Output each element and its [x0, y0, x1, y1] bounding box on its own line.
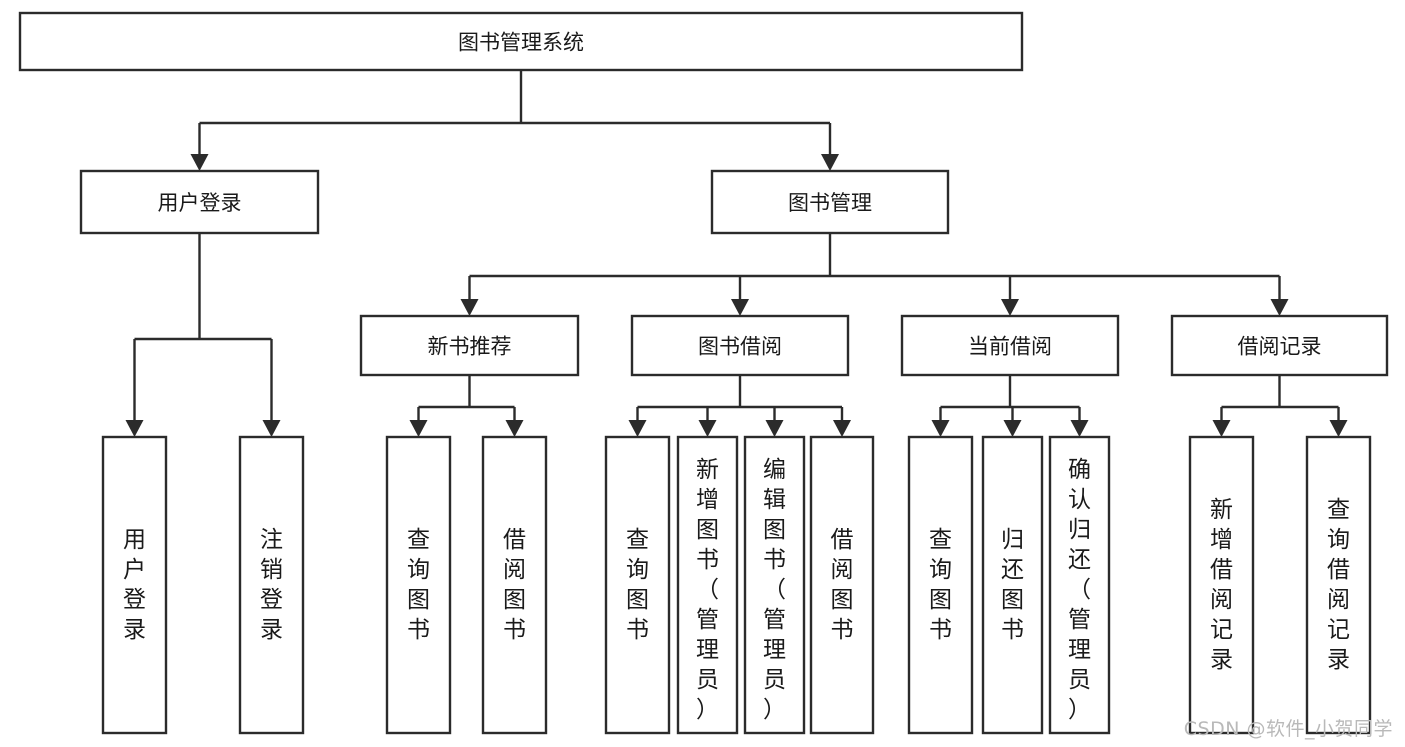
node-leaf-borrow-book[interactable]: 借阅图书	[809, 435, 875, 735]
node-new-book-recommend[interactable]: 新书推荐	[359, 314, 580, 377]
node-label-user-login: 用户登录	[158, 191, 242, 215]
edge-group-user-login	[125, 233, 281, 437]
node-label-root: 图书管理系统	[458, 31, 584, 55]
node-label-leaf-query-book-recommend: 查询图书	[407, 527, 430, 643]
arrow-head-icon	[409, 420, 428, 437]
edge-group-book-borrow	[628, 375, 851, 437]
node-box-book-borrow	[630, 314, 850, 377]
arrow-head-icon	[190, 154, 209, 171]
node-box-leaf-add-borrow-record	[1188, 435, 1255, 735]
watermark: CSDN @软件_小贺同学	[1183, 718, 1393, 740]
node-label-new-book-recommend: 新书推荐	[428, 335, 512, 359]
node-label-leaf-borrow-book-recommend: 借阅图书	[503, 527, 526, 643]
node-label-leaf-user-logout: 注销登录	[260, 527, 283, 643]
node-leaf-edit-book[interactable]: 编辑图书（管理员）	[743, 435, 806, 735]
node-label-leaf-borrow-book: 借阅图书	[831, 527, 854, 643]
node-box-leaf-edit-book	[743, 435, 806, 735]
node-label-leaf-confirm-return: 确认归还（管理员）	[1068, 457, 1091, 723]
node-label-leaf-return-book: 归还图书	[1001, 527, 1024, 643]
arrow-head-icon	[460, 299, 479, 316]
edge-group-borrow-record	[1212, 375, 1348, 437]
node-box-leaf-query-book-recommend	[385, 435, 452, 735]
arrow-head-icon	[821, 154, 839, 171]
node-leaf-user-login[interactable]: 用户登录	[101, 435, 168, 735]
node-label-book-manage: 图书管理	[788, 191, 872, 215]
edge-group-current-borrow	[931, 375, 1089, 437]
node-label-borrow-record: 借阅记录	[1238, 335, 1322, 359]
node-label-leaf-edit-book: 编辑图书（管理员）	[763, 457, 786, 723]
node-label-leaf-user-login: 用户登录	[123, 527, 146, 643]
arrow-head-icon	[698, 420, 717, 437]
edge-group-root	[190, 70, 839, 171]
node-leaf-add-borrow-record[interactable]: 新增借阅记录	[1188, 435, 1255, 735]
node-label-current-borrow: 当前借阅	[968, 335, 1052, 359]
node-label-leaf-query-book-current: 查询图书	[929, 527, 952, 643]
node-book-manage[interactable]: 图书管理	[710, 169, 950, 235]
node-leaf-add-book[interactable]: 新增图书（管理员）	[676, 435, 739, 735]
node-label-book-borrow: 图书借阅	[698, 335, 782, 359]
connector-layer	[125, 70, 1348, 437]
arrow-head-icon	[125, 420, 144, 437]
node-label-leaf-add-book: 新增图书（管理员）	[696, 457, 719, 723]
node-box-leaf-query-borrow-record	[1305, 435, 1372, 735]
edge-group-book-manage	[460, 233, 1289, 316]
node-layer: 图书管理系统用户登录图书管理新书推荐图书借阅当前借阅借阅记录用户登录注销登录查询…	[18, 11, 1389, 735]
arrow-head-icon	[262, 420, 281, 437]
node-leaf-confirm-return[interactable]: 确认归还（管理员）	[1048, 435, 1111, 735]
node-current-borrow[interactable]: 当前借阅	[900, 314, 1120, 377]
node-borrow-record[interactable]: 借阅记录	[1170, 314, 1389, 377]
node-box-leaf-confirm-return	[1048, 435, 1111, 735]
node-box-leaf-user-login	[101, 435, 168, 735]
arrow-head-icon	[1003, 420, 1022, 437]
node-box-borrow-record	[1170, 314, 1389, 377]
node-box-root	[18, 11, 1024, 72]
node-box-user-login	[79, 169, 320, 235]
arrow-head-icon	[1212, 420, 1231, 437]
node-box-leaf-borrow-book	[809, 435, 875, 735]
arrow-head-icon	[931, 420, 950, 437]
node-box-leaf-query-book-borrow	[604, 435, 671, 735]
arrow-head-icon	[731, 299, 749, 316]
node-box-leaf-add-book	[676, 435, 739, 735]
node-box-leaf-return-book	[981, 435, 1044, 735]
arrow-head-icon	[1329, 420, 1348, 437]
node-leaf-user-logout[interactable]: 注销登录	[238, 435, 305, 735]
arrow-head-icon	[628, 420, 647, 437]
node-label-leaf-add-borrow-record: 新增借阅记录	[1210, 497, 1233, 673]
arrow-head-icon	[1001, 299, 1019, 316]
node-box-leaf-query-book-current	[907, 435, 974, 735]
node-box-book-manage	[710, 169, 950, 235]
node-leaf-borrow-book-recommend[interactable]: 借阅图书	[481, 435, 548, 735]
node-box-leaf-user-logout	[238, 435, 305, 735]
edge-group-new-book-recommend	[409, 375, 524, 437]
node-user-login[interactable]: 用户登录	[79, 169, 320, 235]
node-leaf-query-borrow-record[interactable]: 查询借阅记录	[1305, 435, 1372, 735]
arrow-head-icon	[833, 420, 851, 437]
node-leaf-query-book-current[interactable]: 查询图书	[907, 435, 974, 735]
node-label-leaf-query-book-borrow: 查询图书	[626, 527, 649, 643]
arrow-head-icon	[1070, 420, 1089, 437]
node-box-leaf-borrow-book-recommend	[481, 435, 548, 735]
node-leaf-query-book-recommend[interactable]: 查询图书	[385, 435, 452, 735]
node-box-current-borrow	[900, 314, 1120, 377]
arrow-head-icon	[1270, 299, 1289, 316]
arrow-head-icon	[505, 420, 524, 437]
node-label-leaf-query-borrow-record: 查询借阅记录	[1327, 497, 1350, 673]
node-box-new-book-recommend	[359, 314, 580, 377]
arrow-head-icon	[765, 420, 784, 437]
node-root[interactable]: 图书管理系统	[18, 11, 1024, 72]
node-book-borrow[interactable]: 图书借阅	[630, 314, 850, 377]
node-leaf-query-book-borrow[interactable]: 查询图书	[604, 435, 671, 735]
node-leaf-return-book[interactable]: 归还图书	[981, 435, 1044, 735]
